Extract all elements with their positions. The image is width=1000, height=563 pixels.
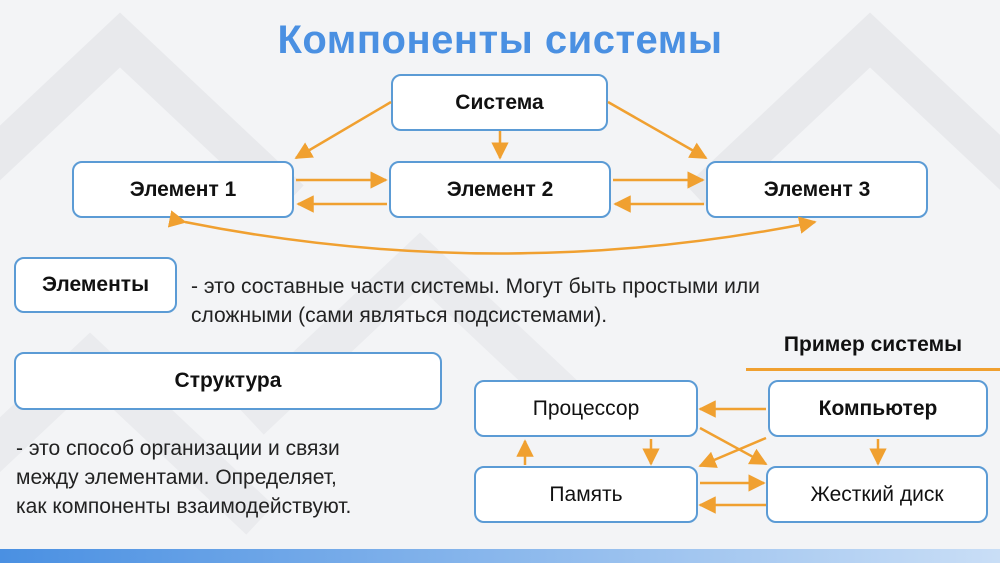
system-box: Система <box>391 74 608 131</box>
page-title: Компоненты системы <box>277 18 723 62</box>
structure-description: - это способ организации и связи между э… <box>16 434 466 521</box>
bottom-accent-bar <box>0 549 1000 563</box>
structure-desc-line-2: между элементами. Определяет, <box>16 466 337 489</box>
hdd-box: Жесткий диск <box>766 466 988 523</box>
element-2-box: Элемент 2 <box>389 161 611 218</box>
arrow-e1-e3-curve <box>167 210 817 255</box>
element-3-box: Элемент 3 <box>706 161 928 218</box>
elements-desc-line-1: - это составные части системы. Могут быт… <box>191 275 760 298</box>
arrow-processor-to-hdd <box>699 426 768 466</box>
arrow-computer-to-memory <box>698 436 767 468</box>
structure-desc-line-3: как компоненты взаимодействуют. <box>16 495 352 518</box>
memory-box: Память <box>474 466 698 523</box>
elements-description: - это составные части системы. Могут быт… <box>191 272 991 330</box>
example-title: Пример системы <box>783 333 963 356</box>
elements-label-box: Элементы <box>14 257 177 313</box>
elements-desc-line-2: сложными (сами являться подсистемами). <box>191 304 608 327</box>
arrow-system-to-element-1 <box>294 100 392 160</box>
processor-box: Процессор <box>474 380 698 437</box>
arrow-system-to-element-3 <box>607 100 708 160</box>
computer-box: Компьютер <box>768 380 988 437</box>
structure-desc-line-1: - это способ организации и связи <box>16 437 340 460</box>
example-underline <box>746 368 1000 371</box>
structure-label-box: Структура <box>14 352 442 410</box>
